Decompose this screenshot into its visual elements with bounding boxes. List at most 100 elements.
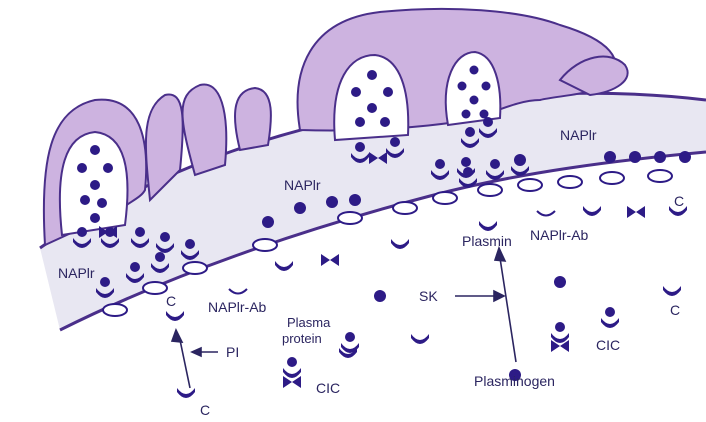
antibody-bowtie: [321, 254, 339, 266]
molecule-dot: [483, 117, 493, 127]
molecule-dot: [554, 276, 566, 288]
podocyte-process-2: [183, 84, 227, 175]
membrane-oval: [253, 239, 277, 251]
membrane-oval: [393, 202, 417, 214]
molecule-dot: [490, 159, 500, 169]
label-c-far-right: C: [670, 302, 680, 318]
membrane-oval: [558, 176, 582, 188]
molecule-dot: [604, 151, 616, 163]
molecule-dot: [470, 96, 479, 105]
molecule-dot: [458, 82, 467, 91]
molecule-dot: [390, 137, 400, 147]
complement-cup: [283, 368, 301, 378]
membrane-oval: [600, 172, 624, 184]
membrane-oval: [518, 179, 542, 191]
complement-cup: [601, 318, 619, 328]
molecule-dot: [470, 66, 479, 75]
molecule-dot: [90, 180, 100, 190]
molecule-dot: [383, 87, 393, 97]
molecule-dot: [349, 194, 361, 206]
label-c-right-membrane: C: [674, 193, 684, 209]
complement-cup: [166, 311, 184, 321]
pi-arrow-line: [180, 340, 190, 388]
label-sk: SK: [419, 288, 438, 304]
molecule-dot: [100, 277, 110, 287]
napir-ab-arc: [229, 289, 247, 294]
molecule-dot: [463, 167, 473, 177]
label-plasmin: Plasmin: [462, 233, 512, 249]
molecule-dot: [130, 262, 140, 272]
pi-pointer-head: [192, 348, 201, 356]
molecule-dot: [514, 154, 526, 166]
molecule-dot: [155, 252, 165, 262]
molecule-dot: [262, 216, 274, 228]
sk-arrow-head: [494, 291, 504, 301]
membrane-oval: [478, 184, 502, 196]
molecule-dot: [355, 142, 365, 152]
molecule-dot: [654, 151, 666, 163]
molecule-dot: [326, 196, 338, 208]
napir-ab-arc: [537, 211, 555, 216]
complement-cup: [177, 388, 195, 398]
complement-cup: [411, 334, 429, 344]
pi-arrow-head-up: [172, 330, 182, 342]
molecule-dot: [77, 163, 87, 173]
molecule-dot: [555, 322, 565, 332]
complement-cup: [391, 239, 409, 249]
membrane-oval: [648, 170, 672, 182]
label-napir-ab-right: NAPlr-Ab: [530, 227, 589, 243]
molecule-dot: [355, 117, 365, 127]
complement-cup: [479, 221, 497, 231]
molecule-dot: [367, 70, 377, 80]
molecule-dot: [374, 290, 386, 302]
molecule-dot: [345, 332, 355, 342]
label-protein: protein: [282, 331, 322, 346]
molecule-dot: [380, 117, 390, 127]
molecule-dot: [97, 198, 107, 208]
molecule-dot: [287, 357, 297, 367]
molecule-dot: [185, 239, 195, 249]
plasmin-arrow-head: [495, 248, 505, 261]
molecule-dot: [367, 103, 377, 113]
complement-cup: [583, 206, 601, 216]
molecule-dot: [160, 232, 170, 242]
antibody-bowtie: [627, 206, 645, 218]
membrane-oval: [103, 304, 127, 316]
complement-cup: [275, 261, 293, 271]
molecule-dot: [482, 82, 491, 91]
label-plasminogen: Plasminogen: [474, 373, 555, 389]
label-napir-ab-left: NAPlr-Ab: [208, 299, 267, 315]
membrane-oval: [338, 212, 362, 224]
molecule-dot: [351, 87, 361, 97]
molecule-dot: [103, 163, 113, 173]
label-c-left-membrane: C: [166, 293, 176, 309]
label-c-bottom: C: [200, 402, 210, 418]
molecule-dot: [80, 195, 90, 205]
label-napir-left: NAPlr: [58, 265, 95, 281]
molecule-dot: [77, 227, 87, 237]
membrane-oval: [433, 192, 457, 204]
label-plasma: Plasma: [287, 315, 331, 330]
molecule-dot: [605, 307, 615, 317]
label-napir-middle: NAPlr: [284, 177, 321, 193]
molecule-dot: [435, 159, 445, 169]
molecule-dot: [679, 151, 691, 163]
arrow-layer: [172, 248, 516, 388]
molecule-dot: [294, 202, 306, 214]
molecule-dot: [90, 145, 100, 155]
membrane-oval: [183, 262, 207, 274]
complement-cup: [551, 333, 569, 343]
complement-cup: [663, 286, 681, 296]
membrane-oval: [143, 282, 167, 294]
podocyte-process-3: [235, 88, 271, 150]
molecule-dot: [465, 127, 475, 137]
molecule-dot: [461, 157, 471, 167]
molecule-dot: [629, 151, 641, 163]
plasmin-arrow-line: [500, 258, 516, 362]
molecule-dot: [90, 213, 100, 223]
molecule-dot: [135, 227, 145, 237]
label-cic-center: CIC: [316, 380, 340, 396]
label-napir-top-right: NAPlr: [560, 127, 597, 143]
